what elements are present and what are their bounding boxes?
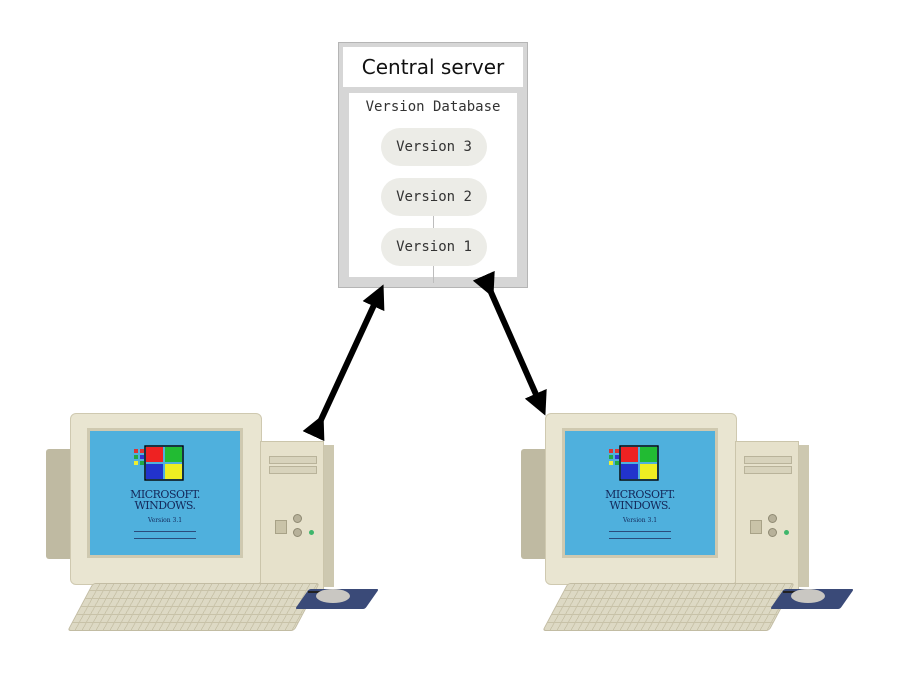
brand-line-1: MICROSOFT. [130,488,200,501]
screen-version-text: Version 3.1 [147,517,183,524]
mouse-cable [783,591,799,593]
floppy-slot-icon [750,520,762,534]
version-node: Version 1 [381,228,487,266]
mouse [791,589,825,603]
windows-logo-icon [609,445,659,481]
version-database: Version Database Version 3 Version 2 Ver… [349,93,517,283]
mouse [316,589,350,603]
brand-line-2: WINDOWS. [609,499,671,512]
keyboard [67,583,320,631]
tower-side [799,445,809,587]
keyboard [542,583,795,631]
reset-button-icon [293,528,302,537]
windows-logo-icon [134,445,184,481]
screen-fine-print [134,531,196,539]
monitor-screen: MICROSOFT. WINDOWS. Version 3.1 [87,428,243,558]
version-node: Version 3 [381,128,487,166]
screen-brand-text: MICROSOFT. WINDOWS. [90,489,240,511]
status-led-icon [309,530,314,535]
pc-tower [260,441,324,591]
server-title: Central server [343,47,523,87]
power-button-icon [768,514,777,523]
screen-fine-print [609,531,671,539]
tower-side [324,445,334,587]
computer-left: MICROSOFT. WINDOWS. Version 3.1 [40,405,380,655]
reset-button-icon [768,528,777,537]
pc-tower [735,441,799,591]
drive-bay [269,466,317,474]
version-node: Version 2 [381,178,487,216]
monitor-screen: MICROSOFT. WINDOWS. Version 3.1 [562,428,718,558]
drive-bay [744,466,792,474]
drive-bay [269,456,317,464]
computer-right: MICROSOFT. WINDOWS. Version 3.1 [515,405,855,655]
database-label: Version Database [365,99,501,115]
screen-brand-text: MICROSOFT. WINDOWS. [565,489,715,511]
brand-line-1: MICROSOFT. [605,488,675,501]
central-server: Central server Version Database Version … [338,42,528,288]
arrow-left-connection [302,284,385,442]
arrow-right-connection [472,270,547,416]
screen-version-text: Version 3.1 [622,517,658,524]
drive-bay [744,456,792,464]
crt-monitor: MICROSOFT. WINDOWS. Version 3.1 [545,413,737,585]
status-led-icon [784,530,789,535]
power-button-icon [293,514,302,523]
crt-monitor: MICROSOFT. WINDOWS. Version 3.1 [70,413,262,585]
mouse-cable [308,591,324,593]
floppy-slot-icon [275,520,287,534]
brand-line-2: WINDOWS. [134,499,196,512]
